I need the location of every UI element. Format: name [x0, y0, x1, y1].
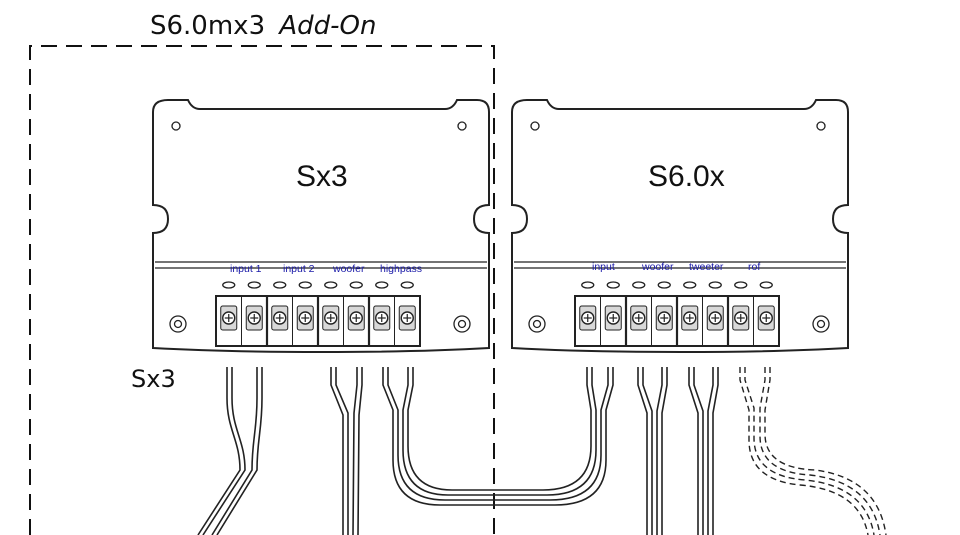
title-model: S6.0mx3 [150, 11, 265, 41]
terminal-pad-s60x-1 [581, 281, 595, 289]
diagram-title: S6.0mx3 Add-On [150, 11, 377, 41]
terminal-pad-s60x-6 [708, 281, 722, 289]
terminal-label-input-1: input 1 [230, 263, 262, 275]
terminal-pad-s60x-7 [734, 281, 748, 289]
terminal-labels-sx3: input 1 input 2 woofer highpass [230, 263, 422, 275]
terminal-pad-sx3-2 [247, 281, 261, 289]
terminal-pad-sx3-5 [324, 281, 338, 289]
wire-woofer-s60x [637, 367, 668, 535]
terminal-pad-sx3-8 [400, 281, 414, 289]
terminal-label-tweeter: tweeter [689, 261, 724, 273]
terminal-pad-sx3-6 [349, 281, 363, 289]
terminal-pad-s60x-8 [759, 281, 773, 289]
terminal-pad-sx3-1 [222, 281, 236, 289]
wire-input-1 [197, 367, 263, 535]
wire-highpass-to-input [382, 367, 614, 506]
terminal-pad-sx3-4 [298, 281, 312, 289]
side-label-sx3: Sx3 [131, 365, 176, 393]
terminal-labels-s60x: input woofer tweeter rof [592, 261, 760, 273]
terminal-label-woofer-2: woofer [641, 261, 674, 273]
terminal-pad-s60x-4 [657, 281, 671, 289]
unit-label-s60x: S6.0x [648, 160, 725, 193]
terminal-label-woofer: woofer [332, 263, 365, 275]
crossover-unit-sx3: Sx3 input 1 input 2 woofer highpass [152, 99, 490, 354]
wire-rof [739, 367, 887, 535]
terminal-label-rof: rof [748, 261, 760, 273]
terminal-pad-sx3-3 [273, 281, 287, 289]
crossover-unit-s60x: S6.0x input woofer tweeter rof [511, 99, 849, 354]
terminal-pad-sx3-7 [375, 281, 389, 289]
title-suffix: Add-On [277, 11, 376, 41]
terminal-label-input-2: input 2 [283, 263, 315, 275]
terminal-block-s60x [574, 281, 780, 347]
terminal-pad-s60x-2 [606, 281, 620, 289]
terminal-pad-s60x-5 [683, 281, 697, 289]
unit-label-sx3: Sx3 [296, 160, 348, 193]
terminal-label-highpass: highpass [380, 263, 422, 275]
wire-woofer-sx3 [330, 367, 363, 535]
terminal-pad-s60x-3 [632, 281, 646, 289]
addon-boundary [29, 45, 495, 535]
terminal-block-sx3 [215, 281, 421, 347]
wire-tweeter [688, 367, 719, 535]
terminal-label-input: input [592, 261, 615, 273]
